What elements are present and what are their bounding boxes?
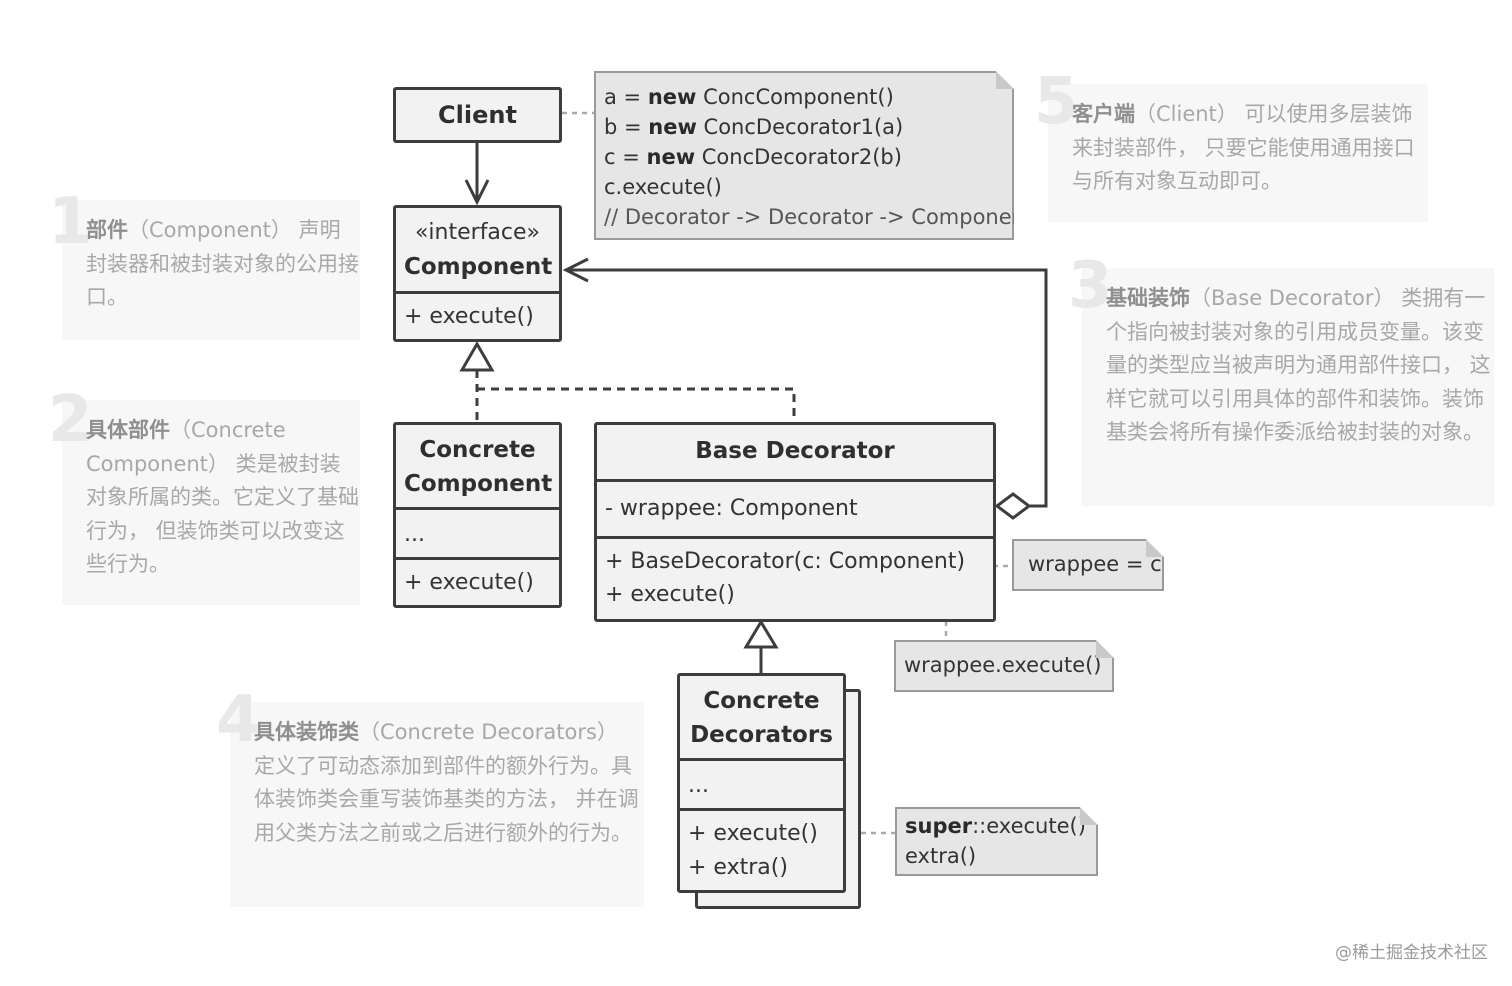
description-body: （Concrete Component） 类是被封装对象所属的类。它定义了基础行… bbox=[86, 418, 359, 576]
description-concrete-component: 2 具体部件（Concrete Component） 类是被封装对象所属的类。它… bbox=[48, 388, 360, 605]
code-line-2-keyword: new bbox=[648, 115, 697, 139]
base-decorator-execute: + execute() bbox=[605, 582, 735, 607]
base-decorator-title: Base Decorator bbox=[597, 425, 993, 482]
code-line-3-prefix: c = bbox=[604, 145, 647, 169]
aggregation-arrowhead bbox=[562, 257, 589, 283]
super-keyword: super bbox=[905, 814, 973, 838]
description-number: 5 bbox=[1034, 65, 1079, 139]
component-stereotype: «interface» bbox=[414, 220, 541, 245]
concrete-component-title-line1: Concrete bbox=[419, 437, 536, 463]
description-heading: 具体装饰类 bbox=[254, 720, 359, 744]
description-heading: 基础装饰 bbox=[1106, 286, 1190, 310]
execute-note-connector bbox=[750, 595, 948, 640]
concrete-component-header: Concrete Component bbox=[396, 425, 559, 510]
concrete-decorators-execute: + execute() bbox=[688, 821, 818, 846]
base-decorator-fields: - wrappee: Component bbox=[597, 482, 993, 539]
description-body: （Component） 声明封装器和被封装对象的公用接口。 bbox=[86, 218, 359, 309]
concrete-decorators-fields: ... bbox=[680, 761, 843, 811]
component-methods: + execute() bbox=[404, 304, 534, 329]
description-number: 2 bbox=[48, 383, 93, 457]
code-line-1-suffix: ConcComponent() bbox=[696, 85, 894, 109]
concrete-decorators-header: Concrete Decorators bbox=[680, 676, 843, 761]
concrete-decorators-extra: + extra() bbox=[688, 855, 788, 880]
description-component: 1 部件（Component） 声明封装器和被封装对象的公用接口。 bbox=[48, 190, 360, 340]
description-body: （Client） 可以使用多层装饰来封装部件， 只要它能使用通用接口与所有对象互… bbox=[1072, 102, 1415, 193]
wrappee-execute-note: wrappee.execute() bbox=[894, 640, 1114, 692]
code-line-2-suffix: ConcDecorator1(a) bbox=[696, 115, 904, 139]
description-body: （Concrete Decorators） 定义了可动态添加到部件的额外行为。具… bbox=[254, 720, 639, 845]
description-base-decorator: 3 基础装饰（Base Decorator） 类拥有一个指向被封装对象的引用成员… bbox=[1068, 254, 1494, 506]
concrete-component-class: Concrete Component ... + execute() bbox=[393, 422, 562, 608]
client-title: Client bbox=[438, 101, 517, 129]
aggregation-line bbox=[566, 268, 1048, 508]
concrete-decorators-class: Concrete Decorators ... + execute() + ex… bbox=[677, 673, 846, 893]
aggregation-diamond bbox=[994, 492, 1032, 520]
extra-call-text: extra() bbox=[905, 844, 977, 868]
component-title: Component bbox=[404, 254, 553, 280]
concrete-component-fields: ... bbox=[396, 510, 559, 560]
code-line-3-keyword: new bbox=[646, 145, 696, 169]
realization-line-bd bbox=[477, 387, 796, 422]
client-component-arrowhead bbox=[464, 179, 490, 206]
description-client: 5 客户端（Client） 可以使用多层装饰来封装部件， 只要它能使用通用接口与… bbox=[1034, 70, 1428, 222]
base-decorator-constructor: + BaseDecorator(c: Component) bbox=[605, 549, 966, 574]
base-decorator-class: Base Decorator - wrappee: Component + Ba… bbox=[594, 422, 996, 622]
concrete-decorators-title-line2: Decorators bbox=[690, 722, 833, 748]
code-line-5-comment: // Decorator -> Decorator -> Component bbox=[604, 205, 1034, 229]
concrete-decorators-title-line1: Concrete bbox=[703, 688, 820, 714]
description-number: 4 bbox=[216, 683, 261, 757]
super-execute-text: ::execute() bbox=[972, 814, 1086, 838]
code-line-1-keyword: new bbox=[647, 85, 697, 109]
concrete-component-methods: + execute() bbox=[404, 570, 534, 595]
concrete-component-title-line2: Component bbox=[404, 471, 553, 497]
description-heading: 具体部件 bbox=[86, 418, 170, 442]
description-number: 1 bbox=[48, 185, 93, 259]
description-heading: 客户端 bbox=[1072, 102, 1135, 126]
realization-triangle bbox=[459, 340, 495, 372]
wrappee-execute-text: wrappee.execute() bbox=[904, 653, 1102, 677]
client-code-note: a = new ConcComponent() b = new ConcDeco… bbox=[594, 71, 1014, 240]
wrappee-assign-text: wrappee = c bbox=[1028, 552, 1162, 576]
super-execute-note: super::execute() extra() bbox=[895, 807, 1098, 876]
component-interface: «interface» Component + execute() bbox=[393, 205, 562, 342]
description-body: （Base Decorator） 类拥有一个指向被封装对象的引用成员变量。该变量… bbox=[1106, 286, 1491, 444]
description-concrete-decorators: 4 具体装饰类（Concrete Decorators） 定义了可动态添加到部件… bbox=[216, 688, 644, 907]
client-class: Client bbox=[393, 87, 562, 143]
inheritance-triangle bbox=[743, 619, 779, 649]
description-number: 3 bbox=[1068, 249, 1113, 323]
base-decorator-methods: + BaseDecorator(c: Component) + execute(… bbox=[597, 539, 993, 611]
component-header: «interface» Component bbox=[396, 208, 559, 294]
concrete-decorators-methods: + execute() + extra() bbox=[680, 811, 843, 885]
code-line-4: c.execute() bbox=[604, 175, 722, 199]
code-line-1-prefix: a = bbox=[604, 85, 648, 109]
code-line-3-suffix: ConcDecorator2(b) bbox=[695, 145, 902, 169]
code-line-2-prefix: b = bbox=[604, 115, 649, 139]
wrappee-assign-note: wrappee = c bbox=[1012, 539, 1164, 591]
description-heading: 部件 bbox=[86, 218, 128, 242]
watermark: @稀土掘金技术社区 bbox=[1335, 943, 1488, 963]
